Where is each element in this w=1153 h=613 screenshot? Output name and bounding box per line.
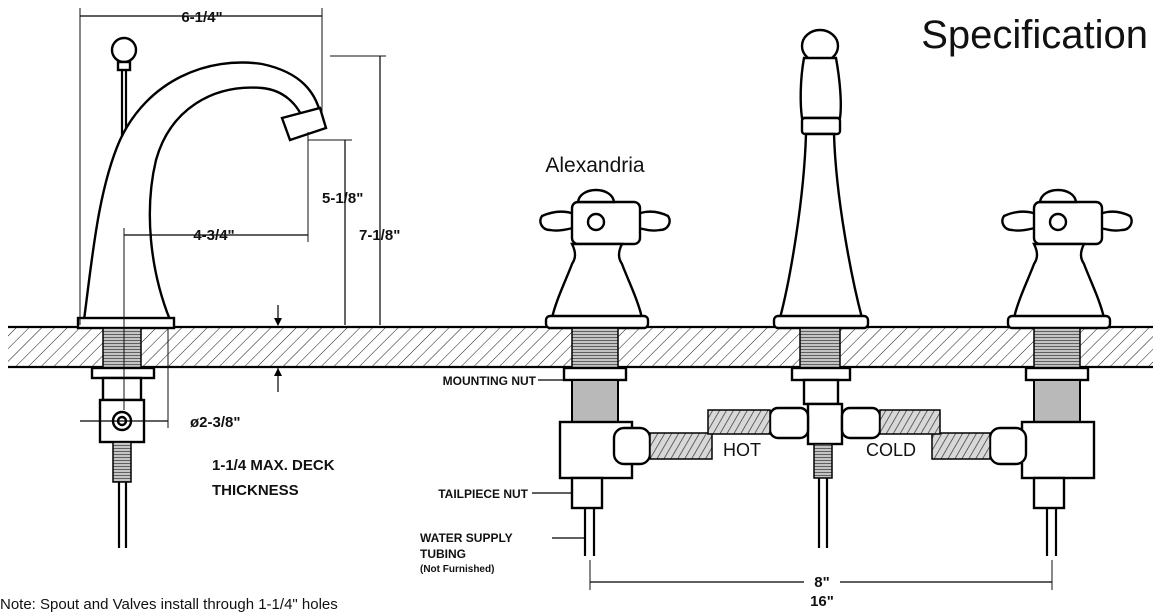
deck-thickness-line1: 1-1/4 MAX. DECK <box>212 457 335 474</box>
label-cold: COLD <box>866 440 916 460</box>
label-water-supply-line1: WATER SUPPLY <box>420 531 513 545</box>
spout-dimension-lines <box>79 8 386 428</box>
label-mounting-nut: MOUNTING NUT <box>443 374 537 388</box>
label-hot: HOT <box>723 440 761 460</box>
deck-thickness-line2: THICKNESS <box>212 482 299 499</box>
cold-handle <box>931 188 1133 556</box>
page-title: Specification <box>921 13 1148 57</box>
label-not-furnished: (Not Furnished) <box>420 564 494 575</box>
label-water-supply-line2: TUBING <box>420 547 466 561</box>
dim-base-diameter: ø2-3/8" <box>190 414 240 431</box>
dim-center-spread: 8" <box>814 574 829 591</box>
dim-overall-height: 7-1/8" <box>359 227 400 244</box>
hot-handle <box>539 188 713 556</box>
model-name: Alexandria <box>545 154 645 177</box>
install-note: Note: Spout and Valves install through 1… <box>0 596 338 613</box>
dim-spout-reach: 4-3/4" <box>193 227 234 244</box>
valve-dimension-lines <box>532 379 1053 590</box>
dim-spout-reach-top: 6-1/4" <box>181 9 222 26</box>
dim-spout-height: 5-1/8" <box>322 190 363 207</box>
dim-max-spread: 16" <box>810 593 834 610</box>
center-spout <box>707 28 941 548</box>
label-tailpiece-nut: TAILPIECE NUT <box>438 487 528 501</box>
spout-side-view <box>76 36 328 548</box>
